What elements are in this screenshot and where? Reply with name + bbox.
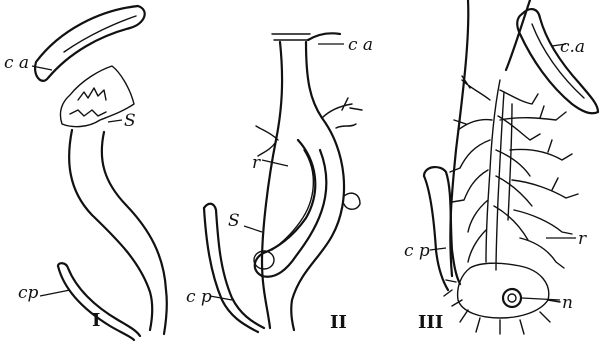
figure-ii-numeral: II [330, 312, 347, 333]
figure-iii-ca-inner [532, 24, 584, 98]
figure-ii-r-leader [262, 160, 288, 166]
figure-i-ca-inner [64, 16, 136, 52]
figure-iii-n-outer [503, 289, 521, 307]
figure-iii-label-r: r [578, 229, 587, 249]
figure-ii-r-branches [256, 98, 362, 156]
figure-ii-label-s: S [228, 211, 240, 231]
figure-i-s-texture [70, 88, 106, 116]
figure-iii-n-inner [508, 294, 516, 302]
figure-ii-top-cap [272, 34, 310, 40]
figure-iii-base-fringe [444, 280, 560, 334]
figure-ii-s-leader [244, 226, 262, 232]
figure-ii-label-cp: c p [186, 287, 212, 307]
figure-iii-label-n: n [562, 293, 573, 313]
figure-iii-cp-leader [430, 248, 446, 250]
figure-ii: c a r S c p II [186, 33, 373, 333]
figure-ii-r-right-stub [344, 193, 360, 209]
figure-iii-r-network [450, 76, 578, 268]
figure-i-label-s: S [124, 111, 136, 131]
figure-iii-cp-tube [424, 167, 460, 284]
figure-iii-label-ca: c.a [560, 37, 585, 57]
figure-iii-n-leader [522, 298, 560, 300]
figure-iii-cp-edge [424, 176, 448, 290]
figure-ii-trunk-right [291, 42, 344, 330]
figure-iii-stem-left [450, 0, 468, 276]
figure-i-s-leader [108, 120, 122, 122]
figure-i-main-tube [69, 130, 152, 330]
figure-ii-trunk-left [262, 42, 282, 328]
figure-i: c a S cp I [4, 6, 167, 340]
figure-iii-base [458, 263, 549, 318]
figure-i-label-cp: cp [18, 283, 39, 303]
figure-iii-ca-tube [517, 9, 598, 113]
figure-ii-ca-branch [308, 33, 340, 40]
figure-ii-label-r: r [252, 153, 261, 173]
figure-i-label-ca: c a [4, 53, 29, 73]
figure-i-cp-leader [40, 290, 70, 296]
figure-iii: c.a r c p n III [404, 0, 598, 334]
figure-ii-label-ca: c a [348, 35, 373, 55]
figure-iii-label-cp: c p [404, 241, 430, 261]
figure-iii-numeral: III [418, 312, 443, 333]
figure-i-s-mass [60, 66, 134, 127]
figure-i-numeral: I [92, 310, 100, 331]
